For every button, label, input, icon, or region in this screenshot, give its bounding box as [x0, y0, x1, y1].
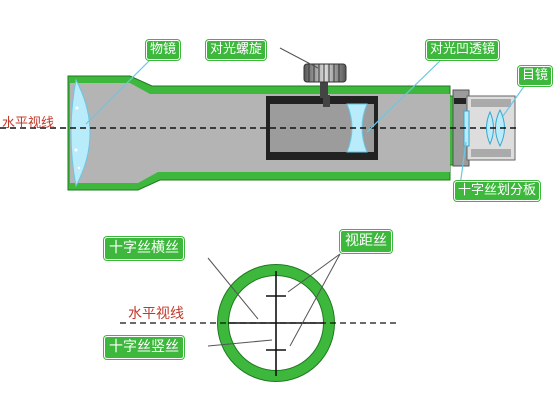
- label-stadia-hairs: 视距丝: [340, 230, 392, 253]
- label-sight-line-bottom: 水平视线: [128, 306, 184, 322]
- label-reticle-plate: 十字丝划分板: [454, 181, 541, 201]
- label-objective-lens: 物镜: [146, 40, 181, 60]
- label-focus-knob: 对光螺旋: [206, 40, 267, 60]
- telescope-tube: [67, 75, 456, 191]
- label-eyepiece: 目镜: [518, 66, 553, 86]
- reticle: [120, 264, 396, 382]
- concave-lens-shape: [346, 103, 368, 153]
- label-crosshair-vertical: 十字丝竖丝: [104, 336, 184, 359]
- label-sight-line-top: 水平视线: [2, 116, 55, 131]
- objective-lens-shape: [70, 78, 91, 188]
- label-concave-lens: 对光凹透镜: [426, 40, 500, 60]
- focus-knob: [303, 63, 347, 107]
- label-crosshair-horizontal: 十字丝横丝: [104, 237, 184, 260]
